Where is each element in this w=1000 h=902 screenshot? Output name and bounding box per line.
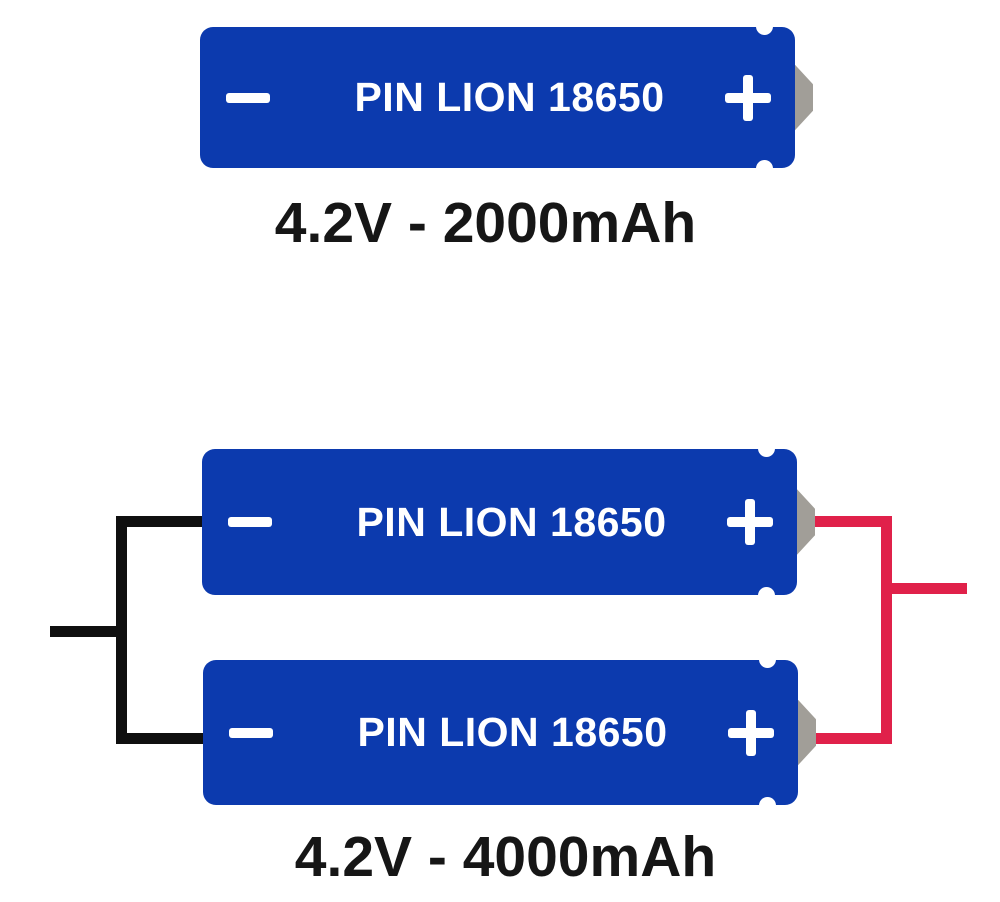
case-notch-icon xyxy=(758,440,775,457)
battery-body: PIN LION 18650 xyxy=(203,651,798,814)
case-notch-icon xyxy=(758,587,775,604)
battery-cell-single: PIN LION 18650 xyxy=(200,18,813,177)
negative-wire-top-cell xyxy=(116,516,206,527)
negative-output-lead xyxy=(50,626,127,637)
battery-name-label: PIN LION 18650 xyxy=(356,498,667,545)
positive-wire-top-cell xyxy=(806,516,887,527)
spec-label-single: 4.2V - 2000mAh xyxy=(274,191,697,255)
plus-terminal-icon xyxy=(727,499,773,545)
minus-terminal-icon xyxy=(229,727,273,738)
negative-wire-bottom-cell xyxy=(116,733,207,744)
minus-terminal-icon xyxy=(226,92,270,103)
positive-output-lead xyxy=(886,583,967,594)
plus-terminal-icon xyxy=(725,74,771,121)
positive-wire-bottom-cell xyxy=(808,733,892,744)
minus-terminal-icon xyxy=(228,517,272,527)
battery-name-label: PIN LION 18650 xyxy=(354,74,665,120)
case-notch-icon xyxy=(756,18,773,35)
case-notch-icon xyxy=(759,651,776,668)
spec-label-parallel: 4.2V - 4000mAh xyxy=(294,825,717,889)
positive-bus-wire xyxy=(881,516,892,744)
battery-body: PIN LION 18650 xyxy=(202,440,797,604)
case-notch-icon xyxy=(756,160,773,177)
battery-name-label: PIN LION 18650 xyxy=(357,709,668,755)
battery-body: PIN LION 18650 xyxy=(200,18,795,177)
battery-cell-parallel-bottom: PIN LION 18650 xyxy=(203,651,816,814)
case-notch-icon xyxy=(759,797,776,814)
plus-terminal-icon xyxy=(728,709,774,756)
battery-cell-parallel-top: PIN LION 18650 xyxy=(202,440,815,604)
